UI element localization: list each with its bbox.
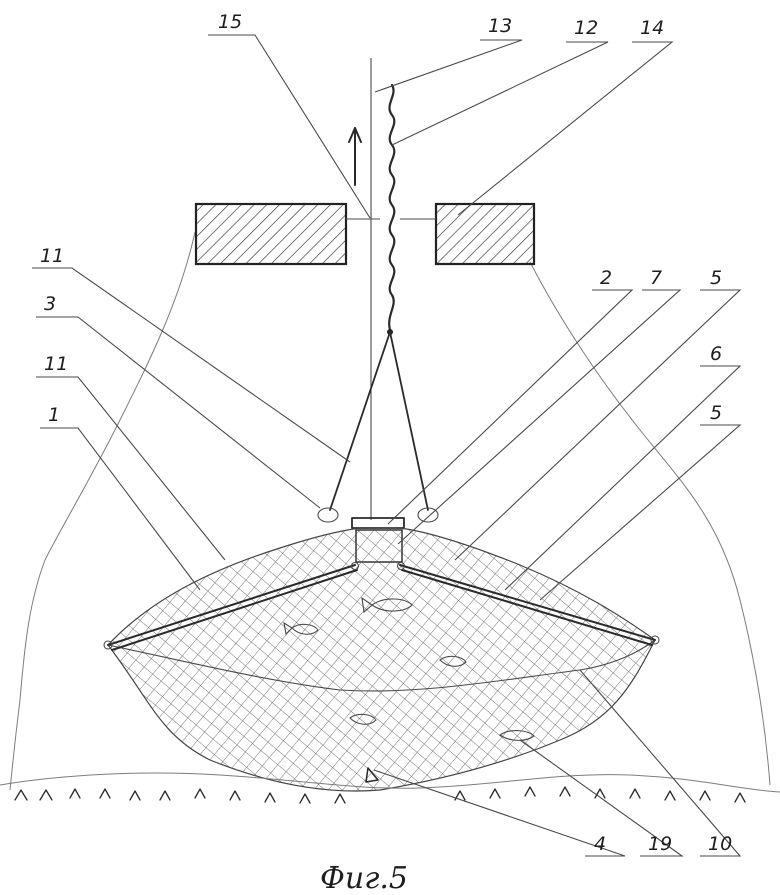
label-11a: 11 bbox=[40, 245, 64, 267]
label-13: 13 bbox=[488, 15, 512, 37]
label-5a: 5 bbox=[710, 267, 722, 289]
net-frame bbox=[103, 561, 660, 651]
bridle-lines bbox=[317, 331, 439, 523]
lift-arrow-icon bbox=[348, 127, 362, 186]
figure-caption: Фиг.5 bbox=[320, 861, 408, 895]
water-body-outline bbox=[9, 231, 771, 791]
label-2: 2 bbox=[600, 267, 612, 289]
label-11b: 11 bbox=[44, 353, 68, 375]
label-5b: 5 bbox=[710, 402, 722, 424]
reference-labels: 15 13 12 14 11 3 11 1 2 7 5 6 5 4 19 10 bbox=[40, 11, 732, 855]
label-14: 14 bbox=[640, 17, 664, 39]
net-weight bbox=[365, 767, 379, 783]
label-7: 7 bbox=[650, 267, 662, 289]
label-3: 3 bbox=[44, 293, 56, 315]
leader-lines bbox=[32, 34, 742, 857]
fishing-net bbox=[107, 527, 656, 792]
ice-slab-right bbox=[434, 202, 536, 266]
ice-slab-left bbox=[194, 202, 348, 266]
label-4: 4 bbox=[594, 833, 606, 855]
label-19: 19 bbox=[648, 833, 672, 855]
label-15: 15 bbox=[218, 11, 242, 33]
label-12: 12 bbox=[574, 17, 598, 39]
seabed bbox=[0, 772, 780, 804]
label-1: 1 bbox=[48, 404, 60, 426]
label-10: 10 bbox=[708, 833, 732, 855]
rope bbox=[387, 83, 396, 335]
label-6: 6 bbox=[710, 343, 722, 365]
fish-group bbox=[283, 596, 535, 741]
